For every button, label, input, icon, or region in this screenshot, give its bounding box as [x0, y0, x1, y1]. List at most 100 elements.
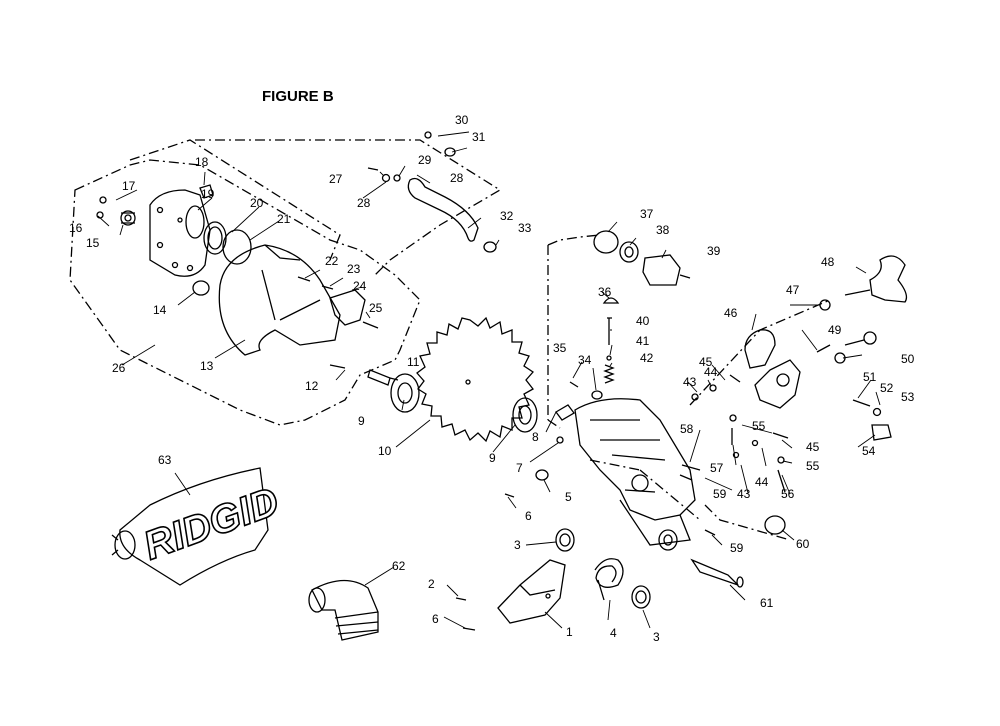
part-17-screw [99, 196, 107, 204]
guard-inner-boundary [129, 139, 341, 261]
callout: 12 [305, 379, 319, 393]
callout: 53 [901, 390, 915, 404]
callout: 38 [656, 223, 670, 237]
part-6-screw [504, 493, 515, 498]
callout: 10 [378, 444, 392, 458]
callout: 26 [112, 361, 126, 375]
part-41-clip [606, 355, 612, 361]
callout: 3 [514, 538, 521, 552]
callout: 8 [532, 430, 539, 444]
part-55-nut-lower [777, 456, 785, 464]
part-47-washer [819, 299, 831, 311]
figure-title: FIGURE B [262, 88, 334, 105]
callout: 16 [69, 221, 83, 235]
part-9-flange-right [512, 397, 538, 433]
callout: 4 [610, 626, 617, 640]
callout: 33 [518, 221, 532, 235]
dust-bag-brand-label: RIDGID [138, 479, 285, 568]
part-16-screw [96, 211, 104, 219]
part-20-ring-inner [207, 226, 223, 250]
callout: 49 [828, 323, 842, 337]
part-9-flange-left [390, 373, 420, 413]
callout: 22 [325, 254, 339, 268]
callout: 15 [86, 236, 100, 250]
part-31-washer [444, 147, 456, 157]
part-45-pin-lower [772, 432, 789, 439]
part-55-nut [729, 414, 737, 422]
callout: 18 [195, 155, 209, 169]
part-2-screw [455, 597, 467, 601]
part-23-screw [321, 285, 334, 290]
part-44-nut [709, 384, 717, 392]
part-28-link [407, 177, 479, 242]
callout: 44 [755, 475, 769, 489]
part-37-ring [593, 230, 619, 254]
part-10-saw-blade [416, 316, 534, 443]
part-29-washer [393, 174, 401, 182]
callout: 51 [863, 370, 877, 384]
callout: 59 [713, 487, 727, 501]
part-63-dust-bag [111, 467, 269, 586]
callout: 48 [821, 255, 835, 269]
part-21-ring [222, 229, 252, 265]
part-20-ring [203, 221, 227, 255]
callout: 54 [862, 444, 876, 458]
callout: 60 [796, 537, 810, 551]
part-22-screw [297, 276, 311, 282]
part-30-screw [424, 131, 432, 139]
callout: 7 [516, 461, 523, 475]
callout: 9 [358, 414, 365, 428]
callout: 34 [578, 353, 592, 367]
part-44-nut-lower [751, 439, 759, 447]
part-62-dust-elbow [308, 579, 379, 641]
callout: 5 [565, 490, 572, 504]
part-58-spring [681, 464, 701, 471]
motor-bracket-boundary [547, 234, 601, 429]
part-25-screw [362, 321, 379, 329]
part-8-plate [555, 404, 575, 421]
callout: 6 [432, 612, 439, 626]
part-12-screw [329, 364, 346, 369]
part-33-washer [483, 241, 497, 253]
callout: 55 [806, 459, 820, 473]
callout: 56 [781, 487, 795, 501]
callout: 61 [760, 596, 774, 610]
part-60-ring [764, 515, 786, 535]
part-4-torsion-spring [594, 558, 624, 601]
callout: 30 [455, 113, 469, 127]
handle-trigger-housing [754, 359, 801, 409]
part-7-screw [556, 436, 564, 444]
part-53-clip [872, 407, 882, 417]
callout: 40 [636, 314, 650, 328]
part-1-bracket [497, 559, 566, 624]
callout: 1 [566, 625, 573, 639]
callout: 3 [653, 630, 660, 644]
part-42-spring [603, 364, 615, 384]
callout: 32 [500, 209, 514, 223]
callout: 9 [489, 451, 496, 465]
part-callouts: 1 2 3 3 4 5 6 6 7 8 9 9 10 11 12 13 14 1… [69, 113, 915, 644]
callout: 28 [450, 171, 464, 185]
callout: 13 [200, 359, 214, 373]
callout: 17 [122, 179, 136, 193]
part-43-screw [691, 393, 699, 401]
callout: 2 [428, 577, 435, 591]
callout: 35 [553, 341, 567, 355]
part-35-screw [569, 381, 579, 388]
arm-link-boundary [195, 139, 502, 276]
callout: 25 [369, 301, 383, 315]
part-39-armature [642, 254, 691, 286]
callout: 27 [329, 172, 343, 186]
part-36-cap [602, 297, 620, 304]
callout: 36 [598, 285, 612, 299]
part-38-bearing [619, 241, 639, 263]
part-3-bushing-upper [555, 528, 575, 552]
part-27-screw [367, 167, 379, 171]
callout: 50 [901, 352, 915, 366]
part-24-plate [329, 289, 366, 326]
part-46-lever [744, 329, 776, 369]
callout: 47 [786, 283, 800, 297]
guard-assembly-boundary [69, 159, 421, 426]
callout: 19 [201, 187, 215, 201]
part-19-ring [185, 205, 205, 239]
